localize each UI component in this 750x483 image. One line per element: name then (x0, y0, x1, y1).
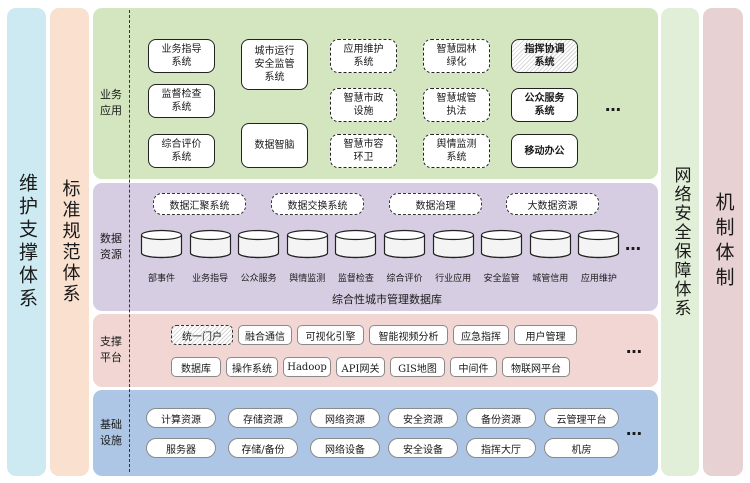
data-chip-exchange: 数据交换系统 (271, 193, 364, 215)
app-box-smart-greening: 智慧园林 绿化 (423, 39, 490, 73)
database-cylinder (432, 229, 475, 259)
mechanism-column: 机制体制 (703, 8, 743, 476)
base-more-ellipsis: … (626, 420, 643, 439)
sup-chip-api-gateway: API网关 (336, 357, 385, 377)
maintenance-label: 维护支撑体系 (16, 173, 38, 311)
network-security-label: 网络安全保障体系 (670, 166, 691, 318)
database-icon (286, 229, 328, 259)
app-box-public-service: 公众服务 系统 (511, 88, 578, 122)
database-cylinder (140, 229, 183, 259)
data-chip-big-data: 大数据资源 (506, 193, 599, 215)
base-chip-security: 安全资源 (388, 408, 458, 428)
database-title: 综合性城市管理数据库 (332, 293, 442, 306)
support-layer-label: 支撑 平台 (100, 335, 122, 364)
base-chip-backup: 备份资源 (466, 408, 536, 428)
sup-chip-gis-map: GIS地图 (390, 357, 445, 377)
base-chip-network-device: 网络设备 (310, 438, 380, 458)
sup-chip-iot-platform: 物联网平台 (502, 357, 570, 377)
database-cylinder (286, 229, 329, 259)
data-chip-aggregation: 数据汇聚系统 (153, 193, 246, 215)
sup-chip-emergency-command: 应急指挥 (453, 325, 509, 345)
database-icon (383, 229, 426, 259)
support-platform-layer: 支撑 平台 统一门户 融合通信 可视化引擎 智能视频分析 应急指挥 用户管理 数… (93, 314, 658, 387)
database-cylinder (383, 229, 426, 259)
standards-label: 标准规范体系 (59, 179, 81, 305)
base-chip-security-device: 安全设备 (388, 438, 458, 458)
sup-chip-hadoop: Hadoop (283, 357, 331, 377)
base-chip-storage: 存储资源 (228, 408, 298, 428)
app-box-supervision-inspection: 监督检查 系统 (148, 84, 215, 118)
base-chip-command-hall: 指挥大厅 (466, 438, 536, 458)
database-label: 应用维护 (580, 274, 617, 284)
sup-chip-viz-engine: 可视化引擎 (297, 325, 364, 345)
maintenance-support-system-column: 维护支撑体系 (7, 8, 46, 476)
app-box-app-maintenance: 应用维护 系统 (330, 39, 397, 73)
app-box-comprehensive-evaluation: 综合评价 系统 (148, 134, 215, 168)
database-label: 监督检查 (337, 274, 374, 284)
sup-chip-user-management: 用户管理 (514, 325, 577, 345)
app-box-command-coordination: 指挥协调 系统 (511, 39, 578, 73)
data-more-ellipsis: … (625, 235, 642, 254)
app-box-city-safety-supervision: 城市运行 安全监管 系统 (241, 39, 308, 90)
database-icon (432, 229, 474, 259)
database-cylinder (577, 229, 620, 259)
database-label: 业务指导 (192, 274, 229, 284)
database-icon (335, 229, 377, 259)
database-icon (481, 229, 523, 259)
app-box-smart-law-enforcement: 智慧城管 执法 (423, 88, 490, 122)
layer-label-divider (129, 10, 130, 472)
mechanism-label: 机制体制 (712, 192, 735, 292)
base-chip-compute: 计算资源 (146, 408, 216, 428)
app-box-business-guidance: 业务指导 系统 (148, 39, 215, 73)
application-layer-label: 业务 应用 (100, 88, 122, 117)
database-cylinder (480, 229, 523, 259)
sup-chip-unified-portal: 统一门户 (171, 325, 233, 345)
database-label: 公众服务 (240, 274, 277, 284)
base-chip-storage-backup: 存储/备份 (228, 438, 298, 458)
data-chip-governance: 数据治理 (389, 193, 482, 215)
database-icon (238, 229, 280, 259)
database-icon (578, 229, 620, 259)
base-chip-cloud-mgmt: 云管理平台 (544, 408, 619, 428)
sup-chip-middleware: 中间件 (450, 357, 497, 377)
database-label: 城管信用 (532, 274, 569, 284)
database-cylinder (334, 229, 377, 259)
app-box-data-brain: 数据智脑 (241, 123, 308, 168)
database-icon (140, 229, 183, 259)
app-box-smart-municipal: 智慧市政 设施 (330, 88, 397, 122)
database-cylinder (237, 229, 280, 259)
app-box-public-opinion: 舆情监测 系统 (423, 134, 490, 168)
base-layer-label: 基础 设施 (100, 418, 122, 447)
standards-system-column: 标准规范体系 (50, 8, 89, 476)
database-label: 舆情监测 (289, 274, 326, 284)
data-layer-label: 数据 资源 (100, 232, 122, 261)
database-cylinder (189, 229, 232, 259)
database-icon (189, 229, 231, 259)
sup-chip-converged-comm: 融合通信 (238, 325, 292, 345)
app-more-ellipsis: … (605, 96, 622, 115)
sup-chip-os: 操作系统 (226, 357, 278, 377)
network-security-column: 网络安全保障体系 (661, 8, 699, 476)
sup-chip-database: 数据库 (171, 357, 221, 377)
database-label: 安全监管 (483, 274, 520, 284)
data-resources-layer: 数据 资源 数据汇聚系统 数据交换系统 数据治理 大数据资源 … 部事件 业务指导… (93, 183, 658, 311)
database-label: 综合评价 (386, 274, 423, 284)
sup-chip-video-analysis: 智能视频分析 (369, 325, 448, 345)
sup-more-ellipsis: … (626, 338, 643, 357)
database-label: 行业应用 (435, 274, 472, 284)
infrastructure-layer: 基础 设施 计算资源 存储资源 网络资源 安全资源 备份资源 云管理平台 服务器… (93, 390, 658, 476)
database-icon (529, 229, 571, 259)
app-box-mobile-office: 移动办公 (511, 134, 578, 168)
base-chip-network: 网络资源 (310, 408, 380, 428)
app-box-smart-sanitation: 智慧市容 环卫 (330, 134, 397, 168)
database-cylinder (529, 229, 572, 259)
base-chip-server: 服务器 (146, 438, 216, 458)
base-chip-machine-room: 机房 (544, 438, 619, 458)
database-label: 部事件 (147, 274, 175, 284)
application-layer: 业务 应用 业务指导 系统 城市运行 安全监管 系统 应用维护 系统 智慧园林 … (93, 8, 658, 179)
